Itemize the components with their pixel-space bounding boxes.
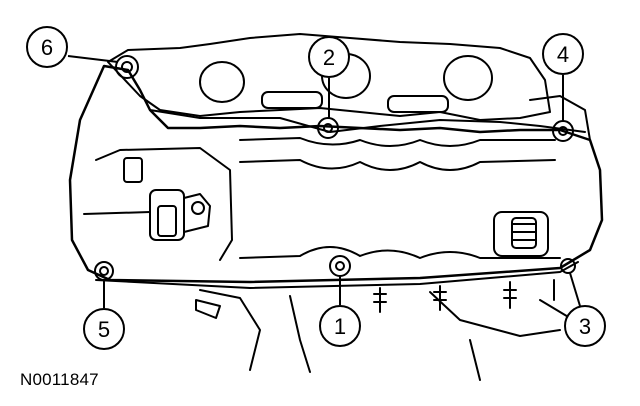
cover-mid-line	[83, 211, 151, 215]
oil-fill-boss	[493, 211, 549, 257]
engine-block-outline	[199, 289, 571, 381]
manifold-bracket	[529, 95, 591, 141]
bolt-6	[115, 55, 139, 79]
lower-gasket-line	[95, 261, 579, 289]
camshaft-sensor	[123, 157, 211, 241]
callout-3: 3	[564, 305, 606, 347]
valve-cover-lip	[149, 109, 586, 133]
leader-line-3	[569, 272, 581, 307]
intake-port	[443, 55, 493, 101]
callout-label-5: 5	[98, 317, 110, 342]
engine-block-detail	[195, 299, 221, 319]
callout-5: 5	[83, 308, 125, 350]
callout-label-2: 2	[323, 45, 335, 70]
callout-2: 2	[308, 36, 350, 78]
intake-port	[199, 61, 245, 103]
leader-lines	[67, 55, 581, 308]
callout-6: 6	[26, 26, 68, 68]
cover-ridge-lower	[239, 159, 556, 171]
leader-line-6	[67, 55, 119, 63]
bolt-1	[329, 255, 351, 277]
callout-label-3: 3	[579, 314, 591, 339]
cover-side-contour	[95, 147, 233, 261]
intake-gasket-outline	[107, 33, 551, 121]
callout-label-1: 1	[334, 314, 346, 339]
manifold-studs	[373, 279, 555, 313]
bolt-3	[560, 258, 576, 274]
figure-id: N0011847	[20, 370, 99, 389]
manifold-runner	[261, 91, 323, 109]
cover-ridge-upper	[239, 137, 556, 147]
callout-1: 1	[319, 305, 361, 347]
callout-4: 4	[542, 33, 584, 75]
callout-label-6: 6	[41, 35, 53, 60]
valve-cover-shell	[68, 64, 604, 284]
cover-bottom-ridge	[239, 246, 561, 259]
callout-label-4: 4	[557, 42, 569, 67]
manifold-runner	[387, 95, 449, 113]
